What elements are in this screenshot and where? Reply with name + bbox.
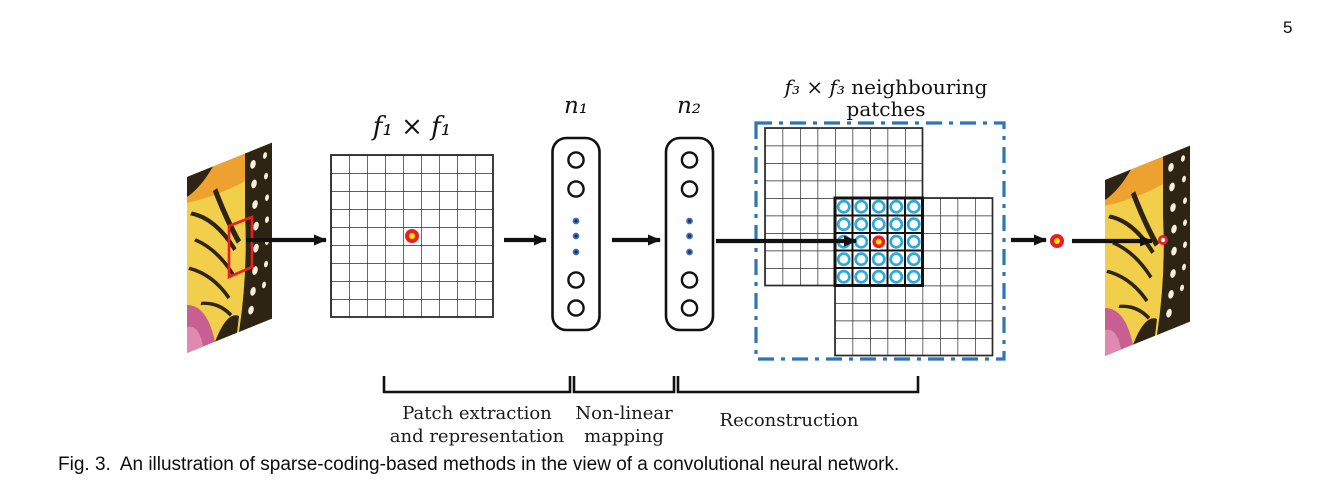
neuron-circles: [567, 151, 585, 317]
feature-column-n2: [664, 136, 715, 332]
n2-label: n₂: [676, 93, 702, 119]
page-number: 5: [1283, 18, 1293, 37]
center-pixel-marker: [405, 229, 419, 243]
caption-tag: Fig. 3.: [58, 454, 111, 475]
figure-caption: Fig. 3. An illustration of sparse-coding-…: [58, 454, 899, 476]
stage-label-reconstruction: Reconstruction: [719, 410, 859, 431]
ellipsis-dots: [686, 217, 693, 256]
stage-brackets: [382, 376, 920, 394]
input-patch-size-label: f₁ × f₁: [372, 112, 452, 142]
f3-math: f₃ × f₃: [784, 75, 845, 99]
ellipsis-dots: [572, 217, 580, 256]
stage-label-nonlinear-mapping: Non-linear mapping: [575, 403, 673, 447]
flow-arrows: [246, 234, 1153, 247]
f3-line2: patches: [846, 97, 926, 121]
stage-bracket-2: [572, 376, 676, 394]
output-grids: [764, 127, 994, 357]
input-patch-outline: [227, 215, 254, 279]
neighbouring-patches-label: f₃ × f₃ neighbouring patches: [785, 76, 988, 120]
stage-bracket-3: [676, 376, 920, 394]
output-image: [1105, 146, 1190, 356]
input-image: [187, 143, 272, 353]
reconstructed-pixel-marker: [1050, 234, 1064, 248]
caption-text: An illustration of sparse-coding-based m…: [119, 454, 900, 475]
stage-bracket-1: [382, 376, 572, 394]
center-pixel-marker: [870, 233, 887, 250]
neuron-circles: [680, 151, 699, 317]
input-patch-grid: [330, 154, 494, 318]
stage-label-patch-extraction: Patch extraction and representation: [389, 403, 565, 447]
n1-label: n₁: [563, 93, 589, 119]
f3-word: neighbouring: [851, 75, 988, 99]
output-pixel-marker: [1158, 235, 1168, 245]
feature-column-n1: [551, 136, 601, 332]
